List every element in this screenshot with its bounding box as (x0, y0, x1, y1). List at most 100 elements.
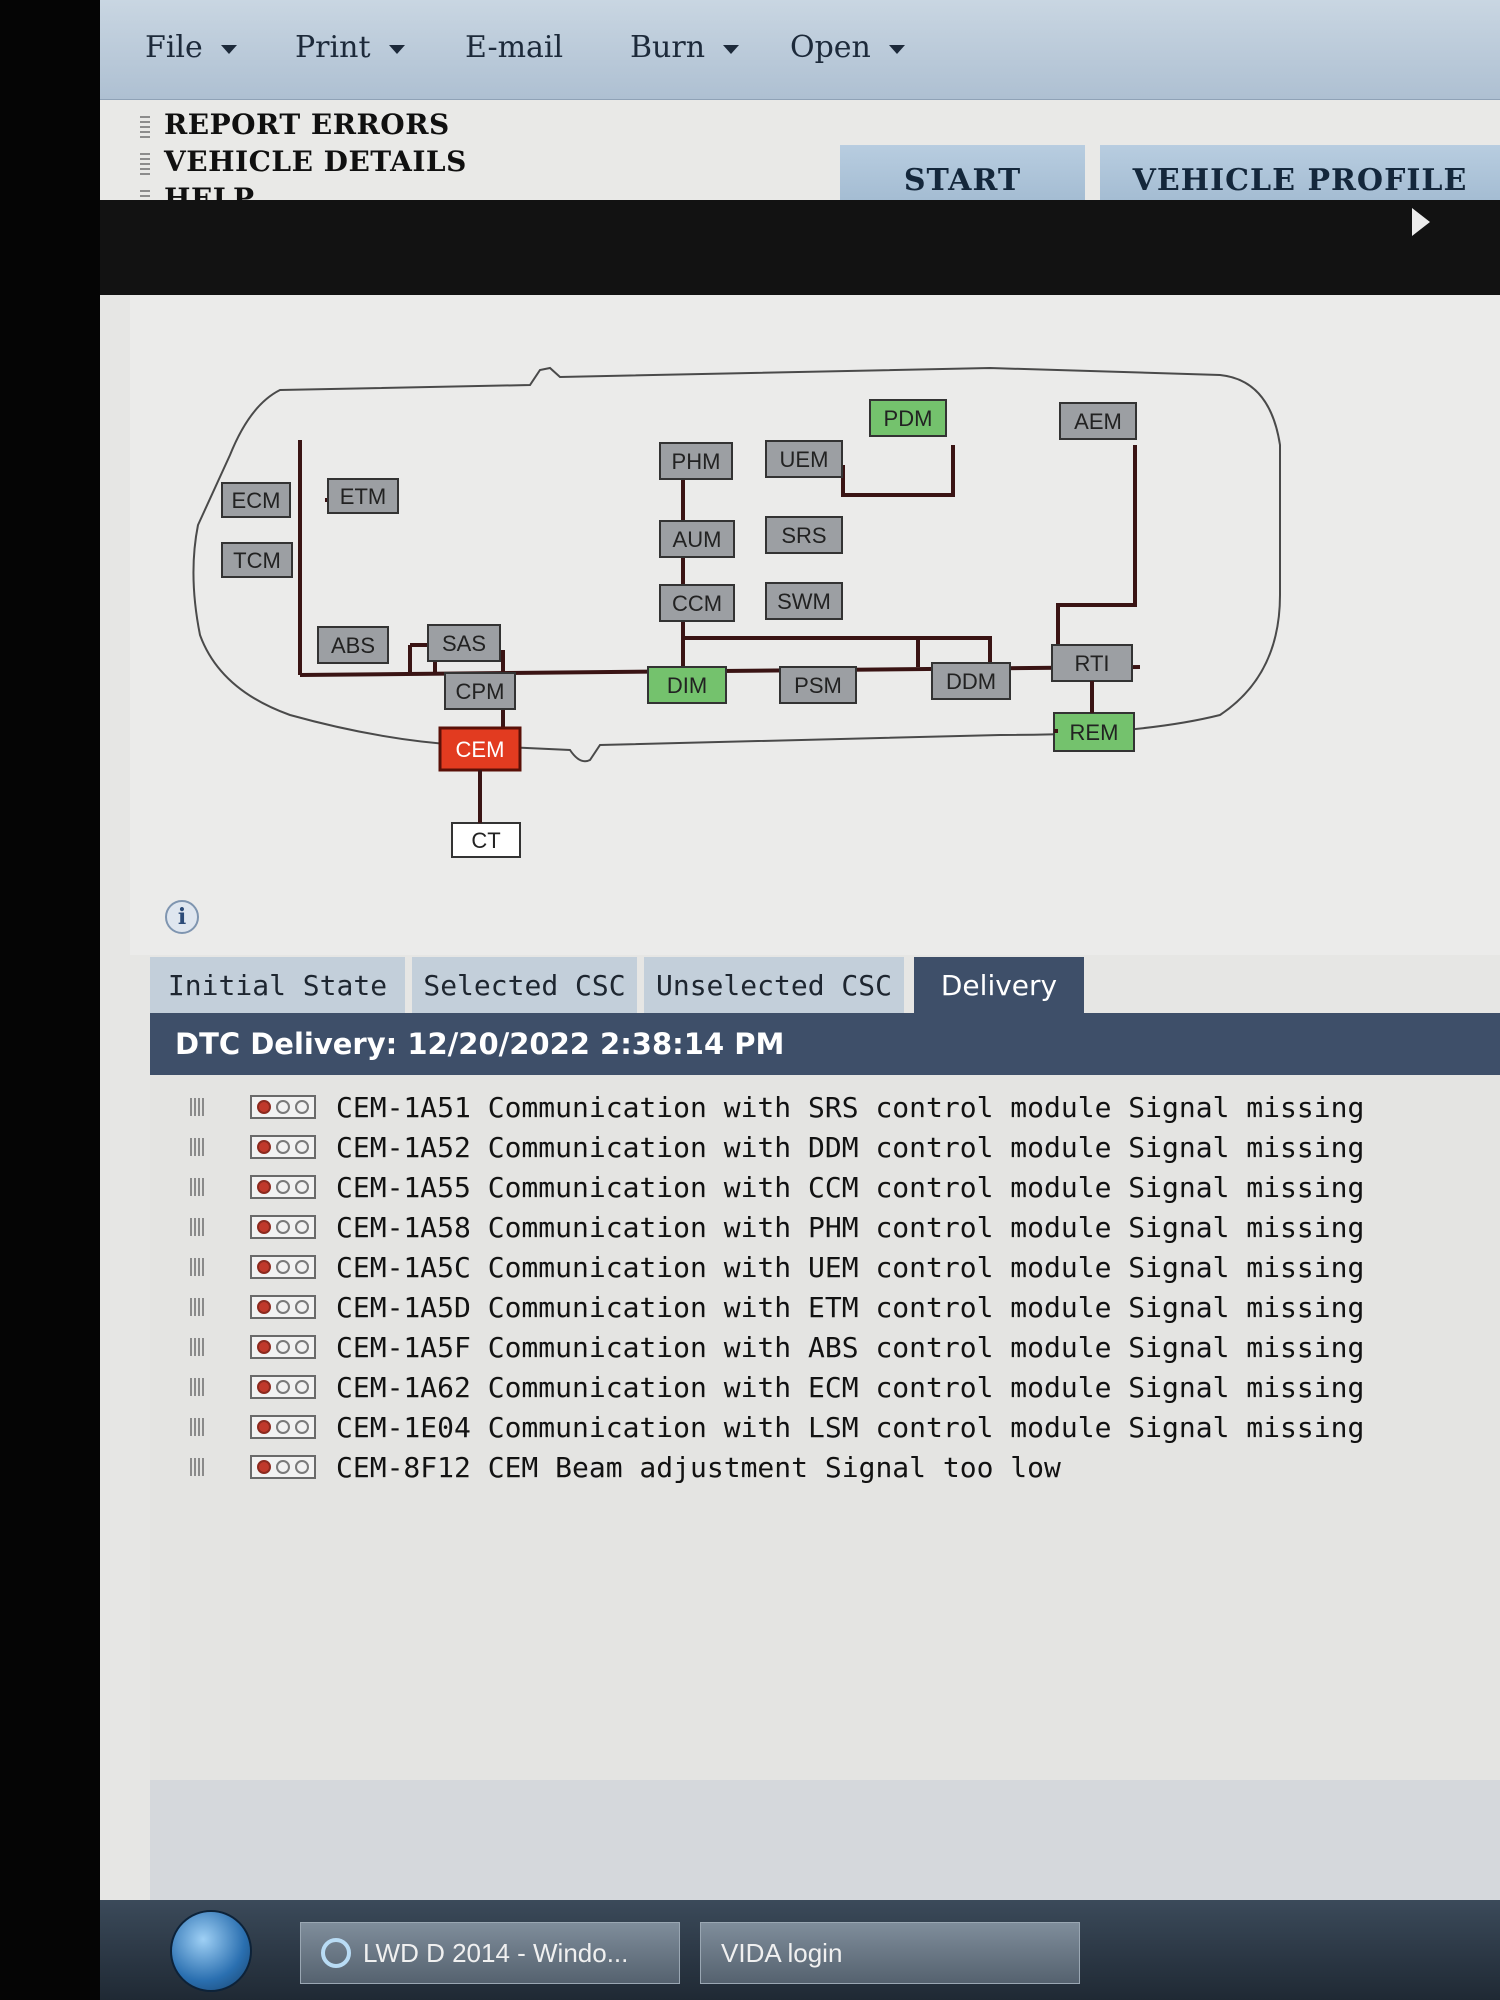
tab-initial-state-label: Initial State (167, 968, 388, 1002)
car-outline (192, 366, 1281, 763)
dtc-row[interactable]: CEM-1A58 Communication with PHM control … (150, 1207, 1450, 1247)
dtc-row-text: CEM-1A5C Communication with UEM control … (336, 1250, 1365, 1284)
taskbar: LWD D 2014 - Windo... VIDA login (100, 1900, 1500, 2000)
dtc-row-text: CEM-1A55 Communication with CCM control … (336, 1170, 1365, 1204)
module-phm-label: PHM (672, 449, 721, 474)
ie-icon (321, 1938, 351, 1968)
taskbar-item-vida-label: VIDA login (721, 1937, 843, 1968)
vehicle-details-link[interactable]: VEHICLE DETAILS (140, 145, 467, 178)
vehicle-profile-button-label: VEHICLE PROFILE (1132, 162, 1468, 198)
module-rti (1051, 644, 1133, 682)
dtc-row[interactable]: CEM-1A51 Communication with SRS control … (150, 1087, 1450, 1127)
grip-icon (190, 1178, 206, 1196)
grip-icon (190, 1218, 206, 1236)
module-sas-label: SAS (442, 631, 486, 656)
module-sas (427, 624, 501, 662)
dtc-row[interactable]: CEM-1A5D Communication with ETM control … (150, 1287, 1450, 1327)
module-cem-label: CEM (456, 737, 505, 762)
module-cem (438, 726, 522, 772)
dtc-row[interactable]: CEM-1A62 Communication with ECM control … (150, 1367, 1450, 1407)
status-lamp-icon (250, 1455, 316, 1479)
menu-email[interactable]: E-mail (465, 30, 563, 65)
toolbar-strip (100, 200, 1500, 295)
report-errors-label: REPORT ERRORS (164, 108, 450, 141)
grip-icon (140, 152, 150, 175)
dtc-row[interactable]: CEM-1A55 Communication with CCM control … (150, 1167, 1450, 1207)
menu-burn-label: Burn (630, 30, 706, 65)
module-ecm (221, 482, 291, 518)
status-lamp-icon (250, 1375, 316, 1399)
info-icon[interactable]: i (165, 900, 199, 934)
taskbar-item-lwd-label: LWD D 2014 - Windo... (363, 1937, 629, 1968)
tab-unselected-csc-label: Unselected CSC (655, 968, 892, 1002)
module-pdm (869, 399, 947, 437)
menu-burn[interactable]: Burn (630, 30, 740, 65)
dtc-row-text: CEM-1A5F Communication with ABS control … (336, 1330, 1365, 1364)
link-bar: REPORT ERRORS VEHICLE DETAILS HELP START… (100, 100, 1500, 215)
module-uem (765, 440, 843, 478)
module-ccm-label: CCM (672, 591, 722, 616)
module-psm (779, 666, 857, 704)
menu-print-label: Print (295, 30, 371, 65)
grip-icon (190, 1298, 206, 1316)
dtc-row-text: CEM-8F12 CEM Beam adjustment Signal too … (336, 1450, 1061, 1484)
tab-selected-csc[interactable]: Selected CSC (412, 957, 637, 1013)
dtc-row-text: CEM-1A5D Communication with ETM control … (336, 1290, 1365, 1324)
module-srs-label: SRS (781, 523, 826, 548)
menu-bar: File Print E-mail Burn Open (100, 0, 1500, 100)
module-etm-label: ETM (340, 484, 386, 509)
tab-delivery[interactable]: Delivery (914, 957, 1084, 1013)
menu-print[interactable]: Print (295, 30, 405, 65)
grip-icon (140, 115, 150, 138)
dtc-row[interactable]: CEM-8F12 CEM Beam adjustment Signal too … (150, 1447, 1450, 1487)
menu-dropdown-arrow-icon (723, 44, 740, 54)
status-lamp-icon (250, 1095, 316, 1119)
dtc-row-text: CEM-1A62 Communication with ECM control … (336, 1370, 1365, 1404)
module-ccm (659, 584, 735, 622)
tab-selected-csc-label: Selected CSC (423, 968, 626, 1002)
module-abs (317, 626, 389, 664)
taskbar-item-lwd[interactable]: LWD D 2014 - Windo... (300, 1922, 680, 1984)
module-rti-label: RTI (1074, 651, 1109, 676)
grip-icon (190, 1458, 206, 1476)
menu-file-label: File (145, 30, 203, 65)
menu-email-label: E-mail (465, 30, 564, 65)
report-errors-link[interactable]: REPORT ERRORS (140, 108, 450, 141)
status-lamp-icon (250, 1255, 316, 1279)
module-rem (1053, 712, 1135, 752)
dtc-row[interactable]: CEM-1A52 Communication with DDM control … (150, 1127, 1450, 1167)
module-psm-label: PSM (794, 673, 842, 698)
module-phm (659, 442, 733, 480)
status-lamp-icon (250, 1335, 316, 1359)
dtc-row[interactable]: CEM-1A5C Communication with UEM control … (150, 1247, 1450, 1287)
menu-file[interactable]: File (145, 30, 237, 65)
module-aum (659, 520, 735, 558)
module-etm (327, 478, 399, 514)
status-lamp-icon (250, 1135, 316, 1159)
start-orb-icon[interactable] (170, 1910, 252, 1992)
module-ct-label: CT (471, 828, 500, 853)
module-ddm-label: DDM (946, 669, 996, 694)
start-button-label: START (903, 162, 1022, 198)
module-tcm (221, 542, 293, 578)
play-icon[interactable] (1412, 208, 1430, 236)
module-aem (1059, 402, 1137, 440)
tab-unselected-csc[interactable]: Unselected CSC (644, 957, 904, 1013)
module-tcm-label: TCM (233, 548, 281, 573)
dtc-row-text: CEM-1E04 Communication with LSM control … (336, 1410, 1365, 1444)
grip-icon (190, 1378, 206, 1396)
menu-open[interactable]: Open (790, 30, 905, 65)
tab-initial-state[interactable]: Initial State (150, 957, 405, 1013)
grip-icon (190, 1098, 206, 1116)
module-cpm (444, 672, 516, 710)
tab-delivery-label: Delivery (940, 968, 1058, 1002)
status-lamp-icon (250, 1175, 316, 1199)
module-dim (647, 666, 727, 704)
dtc-row[interactable]: CEM-1A5F Communication with ABS control … (150, 1327, 1450, 1367)
taskbar-item-vida[interactable]: VIDA login (700, 1922, 1080, 1984)
menu-dropdown-arrow-icon (220, 44, 237, 54)
dtc-list: CEM-1A51 Communication with SRS control … (150, 1075, 1500, 1780)
menu-open-label: Open (790, 30, 871, 65)
dtc-row[interactable]: CEM-1E04 Communication with LSM control … (150, 1407, 1450, 1447)
dtc-row-text: CEM-1A52 Communication with DDM control … (336, 1130, 1365, 1164)
